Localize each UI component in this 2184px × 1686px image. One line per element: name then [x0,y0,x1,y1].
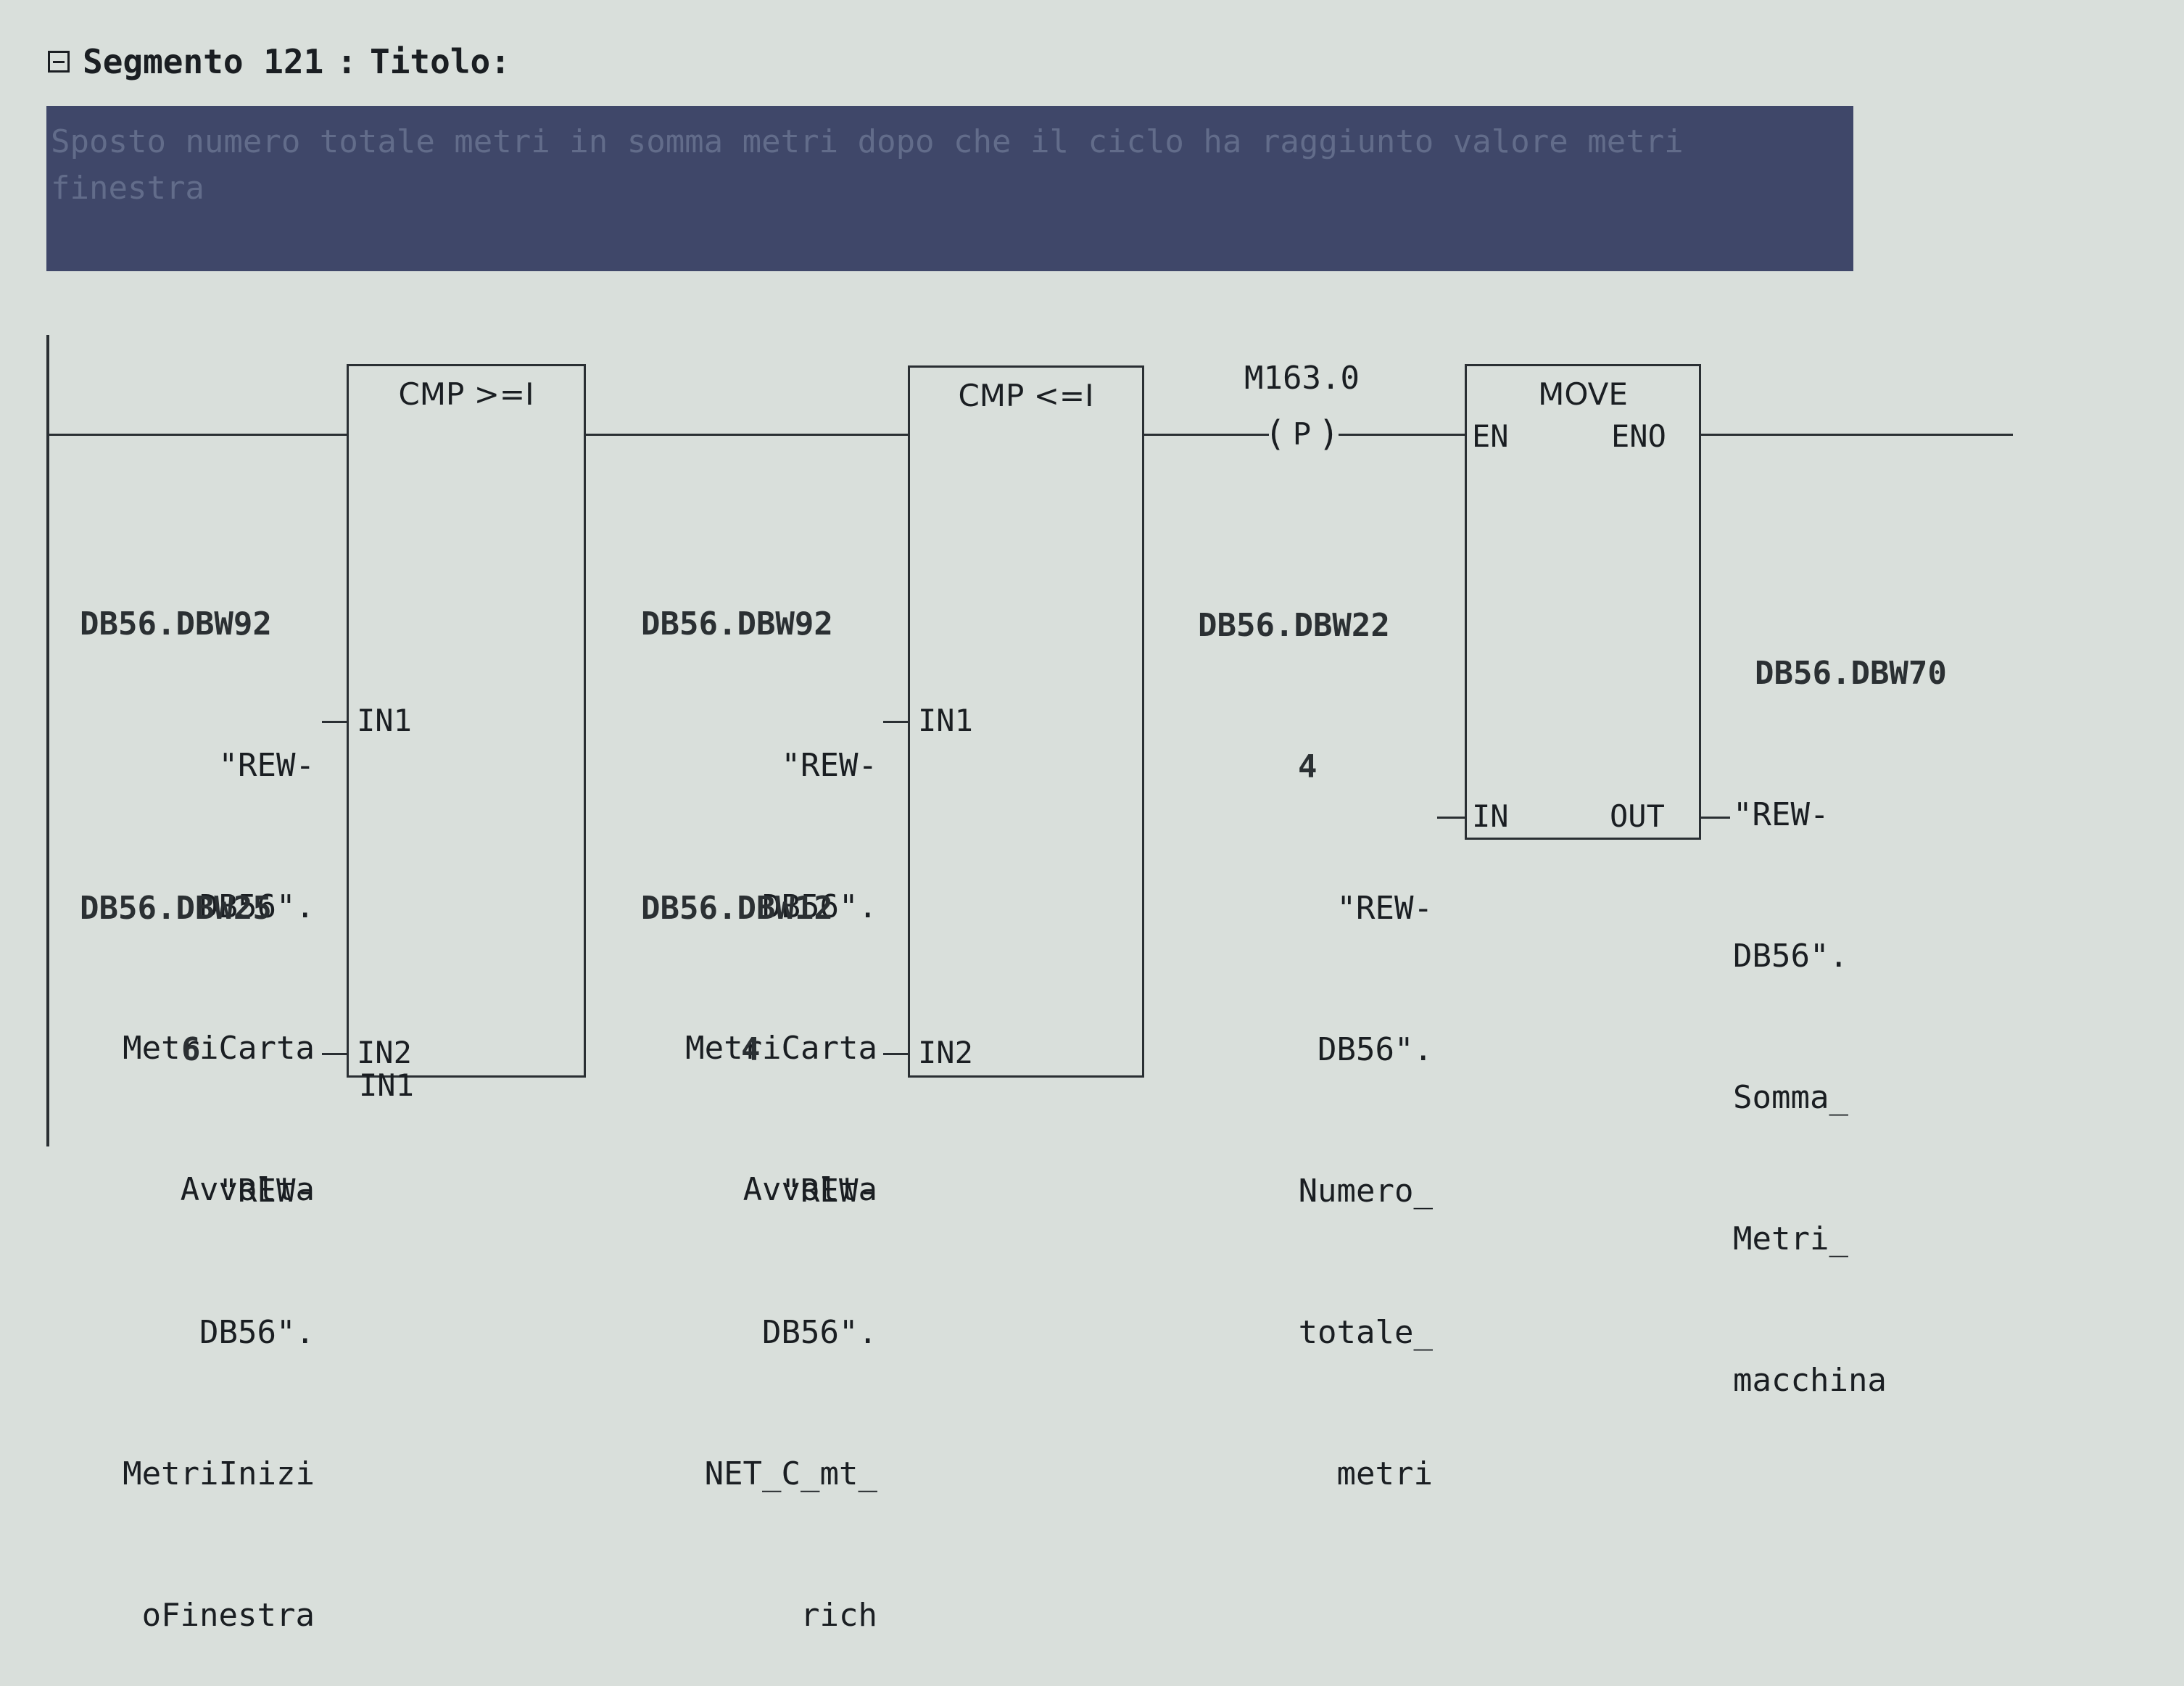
rung-wire-cmp2-coil [1143,434,1269,436]
move-eno-pin: ENO [1611,418,1666,454]
cmp-ge-in1-wire [322,721,348,723]
move-out-line: Metri_ [1733,1220,1848,1257]
coil-bracket-left-icon: ( [1265,413,1286,454]
cmp-le-in1-line: MetriCarta [685,1030,877,1067]
coil-address[interactable]: M163.0 [1244,360,1360,397]
cmp-le-in2-address-cont: 4 [741,1031,761,1068]
cmp-le-in2-operand[interactable]: DB56.DBW12 4 "REW- DB56". NET_C_mt_ rich [606,790,877,1686]
cmp-ge-in2-wire [322,1053,348,1055]
coil-symbol: P [1292,416,1312,452]
cmp-le-in1-address: DB56.DBW92 [641,606,833,642]
cmp-le-in2-address: DB56.DBW12 [641,890,833,927]
cmp-ge-in2-pin: IN2 [357,1035,412,1070]
rung-wire-cmp1-cmp2 [584,434,909,436]
move-out-line: "REW- [1733,796,1829,833]
cmp-ge-in1-line: "REW- [218,747,315,784]
cmp-ge-in2-line: "REW- [218,1173,315,1210]
segment-header: Segmento 121 : Titolo: [48,40,510,83]
move-in-address-cont: 4 [1298,748,1318,785]
move-title: MOVE [1538,376,1628,412]
cmp-le-in1-line: "REW- [781,747,877,784]
move-in-pin: IN [1472,798,1509,834]
cmp-le-title: CMP <=I [958,378,1094,413]
rung-wire-end [1700,434,2013,436]
cmp-ge-in2-line: oFinestra [141,1597,315,1634]
cmp-ge-in2-address: DB56.DBW25 [80,890,272,927]
move-out-wire [1700,817,1730,819]
cmp-le-in1-pin: IN1 [918,703,973,738]
cmp-ge-in1-address: DB56.DBW92 [80,606,272,642]
cmp-le-in1-wire [883,721,909,723]
segment-comment[interactable]: Sposto numero totale metri in somma metr… [46,106,1853,271]
rung-wire-start [48,434,348,436]
move-out-operand[interactable]: DB56.DBW70 "REW- DB56". Somma_ Metri_ ma… [1733,555,2038,1451]
move-out-address: DB56.DBW70 [1755,655,1947,692]
segment-label: Segmento 121 [83,42,324,81]
cmp-le-in2-line: NET_C_mt_ [704,1455,877,1492]
segment-title[interactable]: Titolo: [370,42,510,81]
cmp-le-in2-line: "REW- [781,1173,877,1210]
cmp-ge-in2-line: DB56". [199,1314,315,1351]
cmp-ge-in2-operand[interactable]: DB56.DBW25 6 "REW- DB56". MetriInizi oFi… [44,790,315,1686]
left-power-rail [46,335,49,1146]
move-out-pin: OUT [1610,798,1665,834]
move-in-address: DB56.DBW22 [1198,607,1390,644]
move-out-line: DB56". [1733,938,1848,975]
cmp-ge-in2-line: MetriInizi [123,1455,315,1492]
move-block[interactable]: MOVE [1465,364,1701,840]
cmp-ge-in1-pin: IN1 [359,1067,414,1103]
cmp-ge-in1-line: MetriCarta [123,1030,315,1067]
positive-edge-coil[interactable]: ( P ) [1265,412,1339,455]
cmp-le-in2-pin: IN2 [918,1035,973,1070]
collapse-toggle-icon[interactable] [48,51,70,73]
move-out-line: Somma_ [1733,1079,1848,1116]
cmp-le-in1-line: DB56". [762,888,877,925]
cmp-ge-in2-address-cont: 6 [181,1031,201,1068]
cmp-le-in2-wire [883,1053,909,1055]
move-in-line: DB56". [1318,1031,1433,1068]
segment-separator: : [336,42,357,81]
move-in-wire [1437,817,1466,819]
move-in-operand[interactable]: DB56.DBW22 4 "REW- DB56". Numero_ totale… [1169,508,1433,1545]
cmp-ge-title: CMP >=I [398,376,534,412]
move-en-pin: EN [1472,418,1509,454]
rung-wire-coil-move [1339,434,1466,436]
cmp-le-in2-line: rich [801,1597,877,1634]
move-in-line: totale_ [1298,1314,1433,1351]
cmp-le-in2-line: DB56". [762,1314,877,1351]
move-in-line: metri [1336,1455,1433,1492]
cmp-ge-block[interactable]: CMP >=I IN1 [347,364,586,1102]
move-in-line: "REW- [1336,890,1433,927]
move-out-line: macchina [1733,1362,1887,1399]
cmp-ge-in1-line: DB56". [199,888,315,925]
coil-bracket-right-icon: ) [1318,413,1340,454]
cmp-ge-in1-pin: IN1 [357,703,412,738]
move-in-line: Numero_ [1298,1173,1433,1210]
